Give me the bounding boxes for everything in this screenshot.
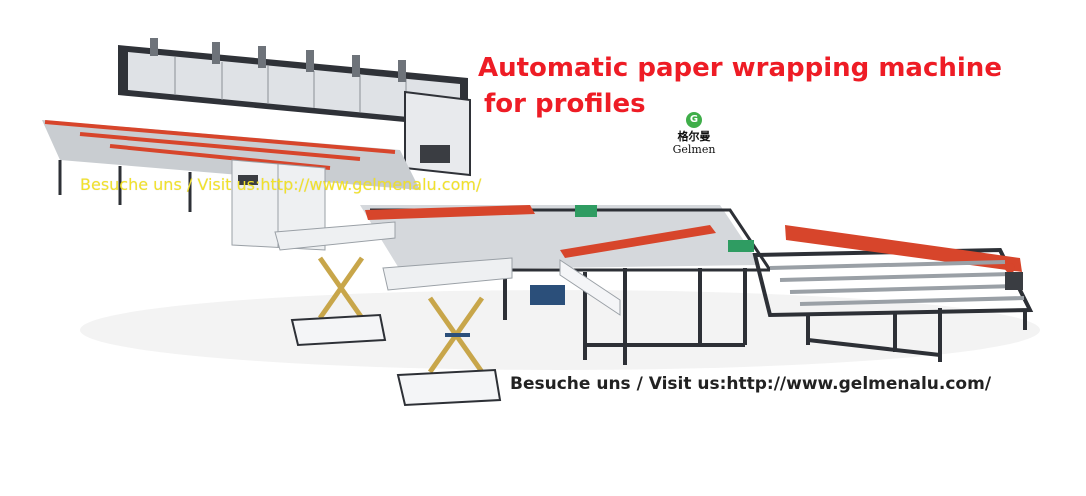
headline: Automatic paper wrapping machine for pro… [478, 50, 1002, 122]
logo-name-en: Gelmen [672, 143, 716, 156]
watermark-visit-dark: Besuche uns / Visit us:http://www.gelmen… [510, 374, 992, 394]
logo-name-cn: 格尔曼 [677, 130, 711, 143]
brand-logo: G 格尔曼 Gelmen [664, 112, 724, 156]
logo-mark-icon: G [686, 112, 702, 128]
watermark-visit-yellow: Besuche uns / Visit us:http://www.gelmen… [80, 175, 482, 194]
headline-line-1: Automatic paper wrapping machine [478, 53, 1002, 83]
headline-line-2: for profiles [484, 89, 646, 119]
